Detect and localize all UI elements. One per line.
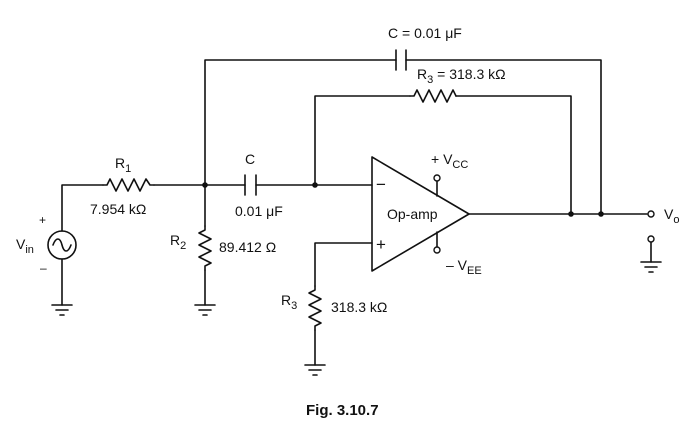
vin-plus: +	[39, 213, 46, 227]
resistor-r2	[198, 225, 212, 271]
c-mid-name: C	[245, 151, 255, 167]
vee-label: – VEE	[446, 257, 482, 277]
vin-label: Vin	[16, 236, 34, 256]
wire-node-b-to-r3	[314, 95, 411, 186]
ground-icon	[304, 364, 326, 376]
resistor-r3-feedback	[409, 89, 457, 103]
vcc-label: + VCC	[431, 151, 468, 171]
junction-node-b	[312, 182, 318, 188]
r3-feedback-label: R3 = 318.3 kΩ	[417, 66, 506, 86]
capacitor-top	[395, 49, 407, 71]
opamp-plus-sign: +	[376, 235, 386, 254]
wire-r3-to-output	[455, 95, 572, 215]
wire-node-a-to-top-cap	[204, 59, 397, 186]
figure-caption: Fig. 3.10.7	[306, 402, 379, 419]
opamp-label: Op-amp	[387, 206, 438, 222]
ground-icon	[194, 304, 216, 316]
ground-icon	[51, 304, 73, 316]
c-top-label: C = 0.01 μF	[388, 25, 462, 41]
vcc-terminal	[433, 174, 441, 182]
junctions	[202, 182, 604, 217]
r2-value: 89.412 Ω	[219, 239, 276, 255]
junction-output-cap	[598, 211, 604, 217]
wire-vin-to-r1	[61, 184, 104, 232]
sine-wave-icon	[52, 238, 72, 252]
opamp-symbol	[371, 156, 470, 272]
r3-ground-value: 318.3 kΩ	[331, 299, 387, 315]
vo-ref-terminal	[647, 235, 655, 243]
vin-source	[47, 230, 77, 260]
wires	[61, 59, 652, 366]
r3-ground-name: R3	[281, 292, 297, 312]
opamp-minus-sign: −	[376, 175, 386, 194]
resistor-r3-ground	[308, 285, 322, 331]
vo-label: Vo	[664, 206, 679, 226]
wire-top-cap-to-output	[405, 59, 602, 215]
vee-terminal	[433, 246, 441, 254]
junction-output-r3	[568, 211, 574, 217]
capacitor-mid	[244, 174, 257, 196]
r1-value: 7.954 kΩ	[90, 201, 146, 217]
c-mid-value: 0.01 μF	[235, 203, 283, 219]
resistor-r1	[102, 178, 155, 192]
r1-name: R1	[115, 155, 131, 175]
vo-terminal	[647, 210, 655, 218]
r2-name: R2	[170, 232, 186, 252]
wire-plus-to-r3	[314, 242, 373, 287]
ground-icon	[640, 261, 662, 273]
vin-minus: –	[40, 261, 47, 275]
junction-node-a	[202, 182, 208, 188]
